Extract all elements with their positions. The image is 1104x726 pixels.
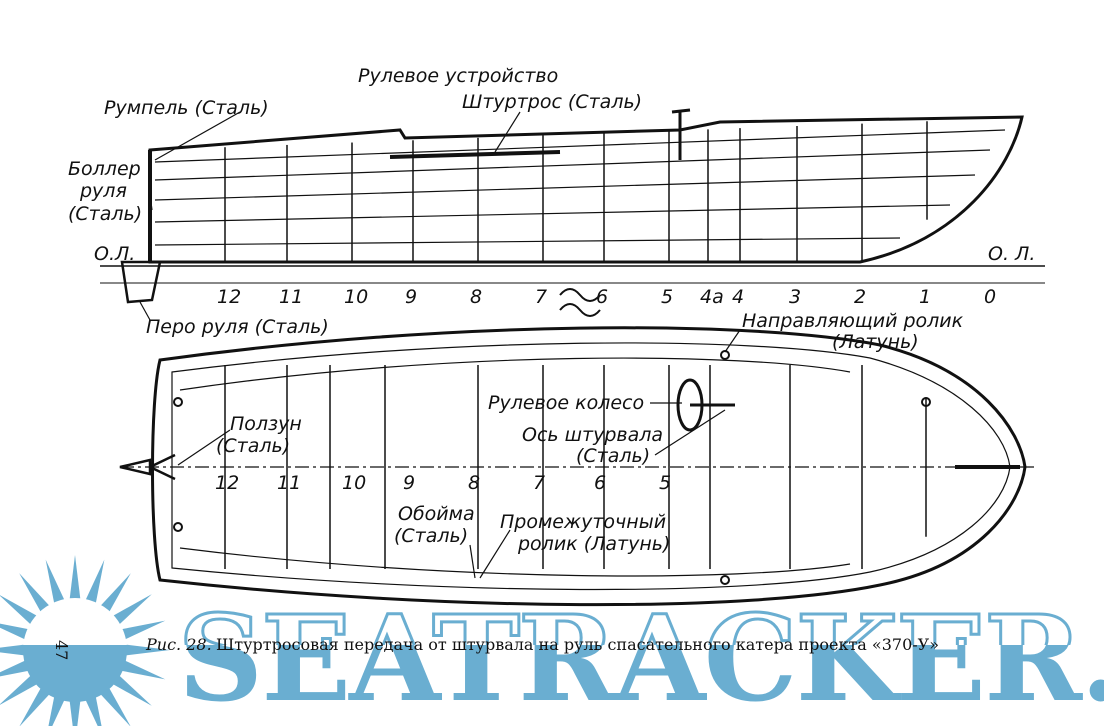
label-wheel-axle-2: (Сталь) bbox=[576, 445, 650, 467]
label-tiller: Румпель (Сталь) bbox=[104, 97, 269, 119]
plan-station-number: 11 bbox=[277, 472, 301, 494]
plan-station-number: 6 bbox=[594, 472, 606, 494]
profile-station-number: 4 bbox=[732, 286, 744, 308]
profile-station-number: 0 bbox=[984, 286, 996, 308]
plan-frames bbox=[224, 365, 927, 569]
labels: Рулевое устройство Штуртрос (Сталь) Румп… bbox=[68, 65, 1035, 555]
plan-station-number: 12 bbox=[215, 472, 239, 494]
profile-station-number: 10 bbox=[344, 286, 368, 308]
sun-ray bbox=[69, 555, 81, 601]
profile-station-number: 6 bbox=[596, 286, 608, 308]
tiller-rope bbox=[389, 150, 561, 159]
profile-station-number: 4а bbox=[700, 286, 724, 308]
plan-station-numbers: 12 11 10 9 8 7 6 5 bbox=[215, 472, 671, 494]
label-steering-gear: Рулевое устройство bbox=[358, 65, 558, 87]
label-rudder-stock-3: (Сталь) bbox=[68, 203, 142, 225]
plan-station-number: 9 bbox=[403, 472, 415, 494]
sun-ray bbox=[69, 699, 81, 726]
label-wheel: Рулевое колесо bbox=[488, 392, 644, 414]
profile-station-number: 8 bbox=[470, 286, 482, 308]
sun-ray bbox=[0, 660, 30, 677]
plan-view bbox=[119, 326, 1035, 607]
sun-ray bbox=[85, 559, 105, 605]
page-number: 47 bbox=[52, 640, 71, 660]
label-rudder-stock-1: Боллер bbox=[68, 158, 141, 180]
watermark-text-outline: SEATRACKER.RU bbox=[178, 589, 1104, 726]
label-mid-roller-2: ролик (Латунь) bbox=[517, 533, 670, 555]
profile-frames bbox=[224, 121, 928, 262]
sun-ray bbox=[120, 620, 166, 640]
sun-ray bbox=[120, 660, 166, 680]
profile-view bbox=[100, 108, 1045, 317]
label-rudder-blade: Перо руля (Сталь) bbox=[146, 316, 329, 338]
watermark: SEATRACKER.RU SEATRACKER.RU bbox=[0, 555, 1104, 726]
sun-ray bbox=[111, 594, 152, 626]
profile-station-number: 1 bbox=[919, 286, 931, 308]
steering-wheel-profile bbox=[671, 108, 691, 160]
plan-hull-outline bbox=[151, 326, 1027, 607]
sun-ray bbox=[19, 573, 51, 614]
sun-ray bbox=[48, 695, 65, 726]
sun-ray bbox=[0, 674, 39, 705]
label-clip-1: Обойма bbox=[398, 503, 475, 525]
profile-station-number: 7 bbox=[535, 286, 547, 308]
sun-ray bbox=[0, 644, 26, 656]
label-slider-1: Ползун bbox=[230, 413, 302, 435]
sun-ray bbox=[19, 686, 51, 726]
label-waterline-right: О. Л. bbox=[988, 243, 1035, 265]
sun-ray bbox=[111, 674, 152, 706]
plan-station-number: 5 bbox=[659, 472, 671, 494]
watermark-text-fill: SEATRACKER.RU bbox=[178, 589, 1104, 726]
plan-station-number: 7 bbox=[533, 472, 545, 494]
leader-lines bbox=[139, 111, 741, 579]
figure-caption: Штуртросовая передача от штурвала на рул… bbox=[216, 635, 939, 654]
label-guide-roller-1: Направляющий ролик bbox=[742, 310, 964, 332]
label-wheel-axle-1: Ось штурвала bbox=[522, 424, 663, 446]
profile-hull-outline bbox=[148, 115, 1024, 264]
label-waterline-left: О.Л. bbox=[94, 243, 135, 265]
profile-station-number: 9 bbox=[405, 286, 417, 308]
label-tiller-rope: Штуртрос (Сталь) bbox=[462, 91, 642, 113]
profile-station-number: 12 bbox=[217, 286, 241, 308]
label-rudder-stock-2: руля bbox=[79, 180, 127, 202]
label-slider-2: (Сталь) bbox=[216, 435, 290, 457]
profile-station-number: 5 bbox=[661, 286, 673, 308]
sun-logo bbox=[0, 555, 170, 726]
sun-ray bbox=[45, 559, 65, 605]
sun-ray bbox=[0, 595, 39, 626]
sun-ray bbox=[85, 695, 102, 726]
rudder-blade bbox=[120, 260, 162, 304]
plan-station-number: 8 bbox=[468, 472, 480, 494]
profile-station-number: 11 bbox=[279, 286, 303, 308]
plan-station-number: 10 bbox=[342, 472, 366, 494]
label-guide-roller-2: (Латунь) bbox=[832, 331, 919, 353]
sun-ray bbox=[99, 573, 131, 614]
sun-ray bbox=[99, 686, 131, 726]
profile-station-number: 2 bbox=[854, 286, 866, 308]
profile-station-number: 3 bbox=[789, 286, 801, 308]
sun-ray bbox=[0, 623, 30, 640]
label-mid-roller-1: Промежуточный bbox=[500, 511, 666, 533]
sun-ray bbox=[124, 644, 170, 656]
tiller-plan bbox=[119, 453, 176, 481]
figure-number: Рис. 28. bbox=[145, 635, 212, 654]
label-clip-2: (Сталь) bbox=[394, 525, 468, 547]
